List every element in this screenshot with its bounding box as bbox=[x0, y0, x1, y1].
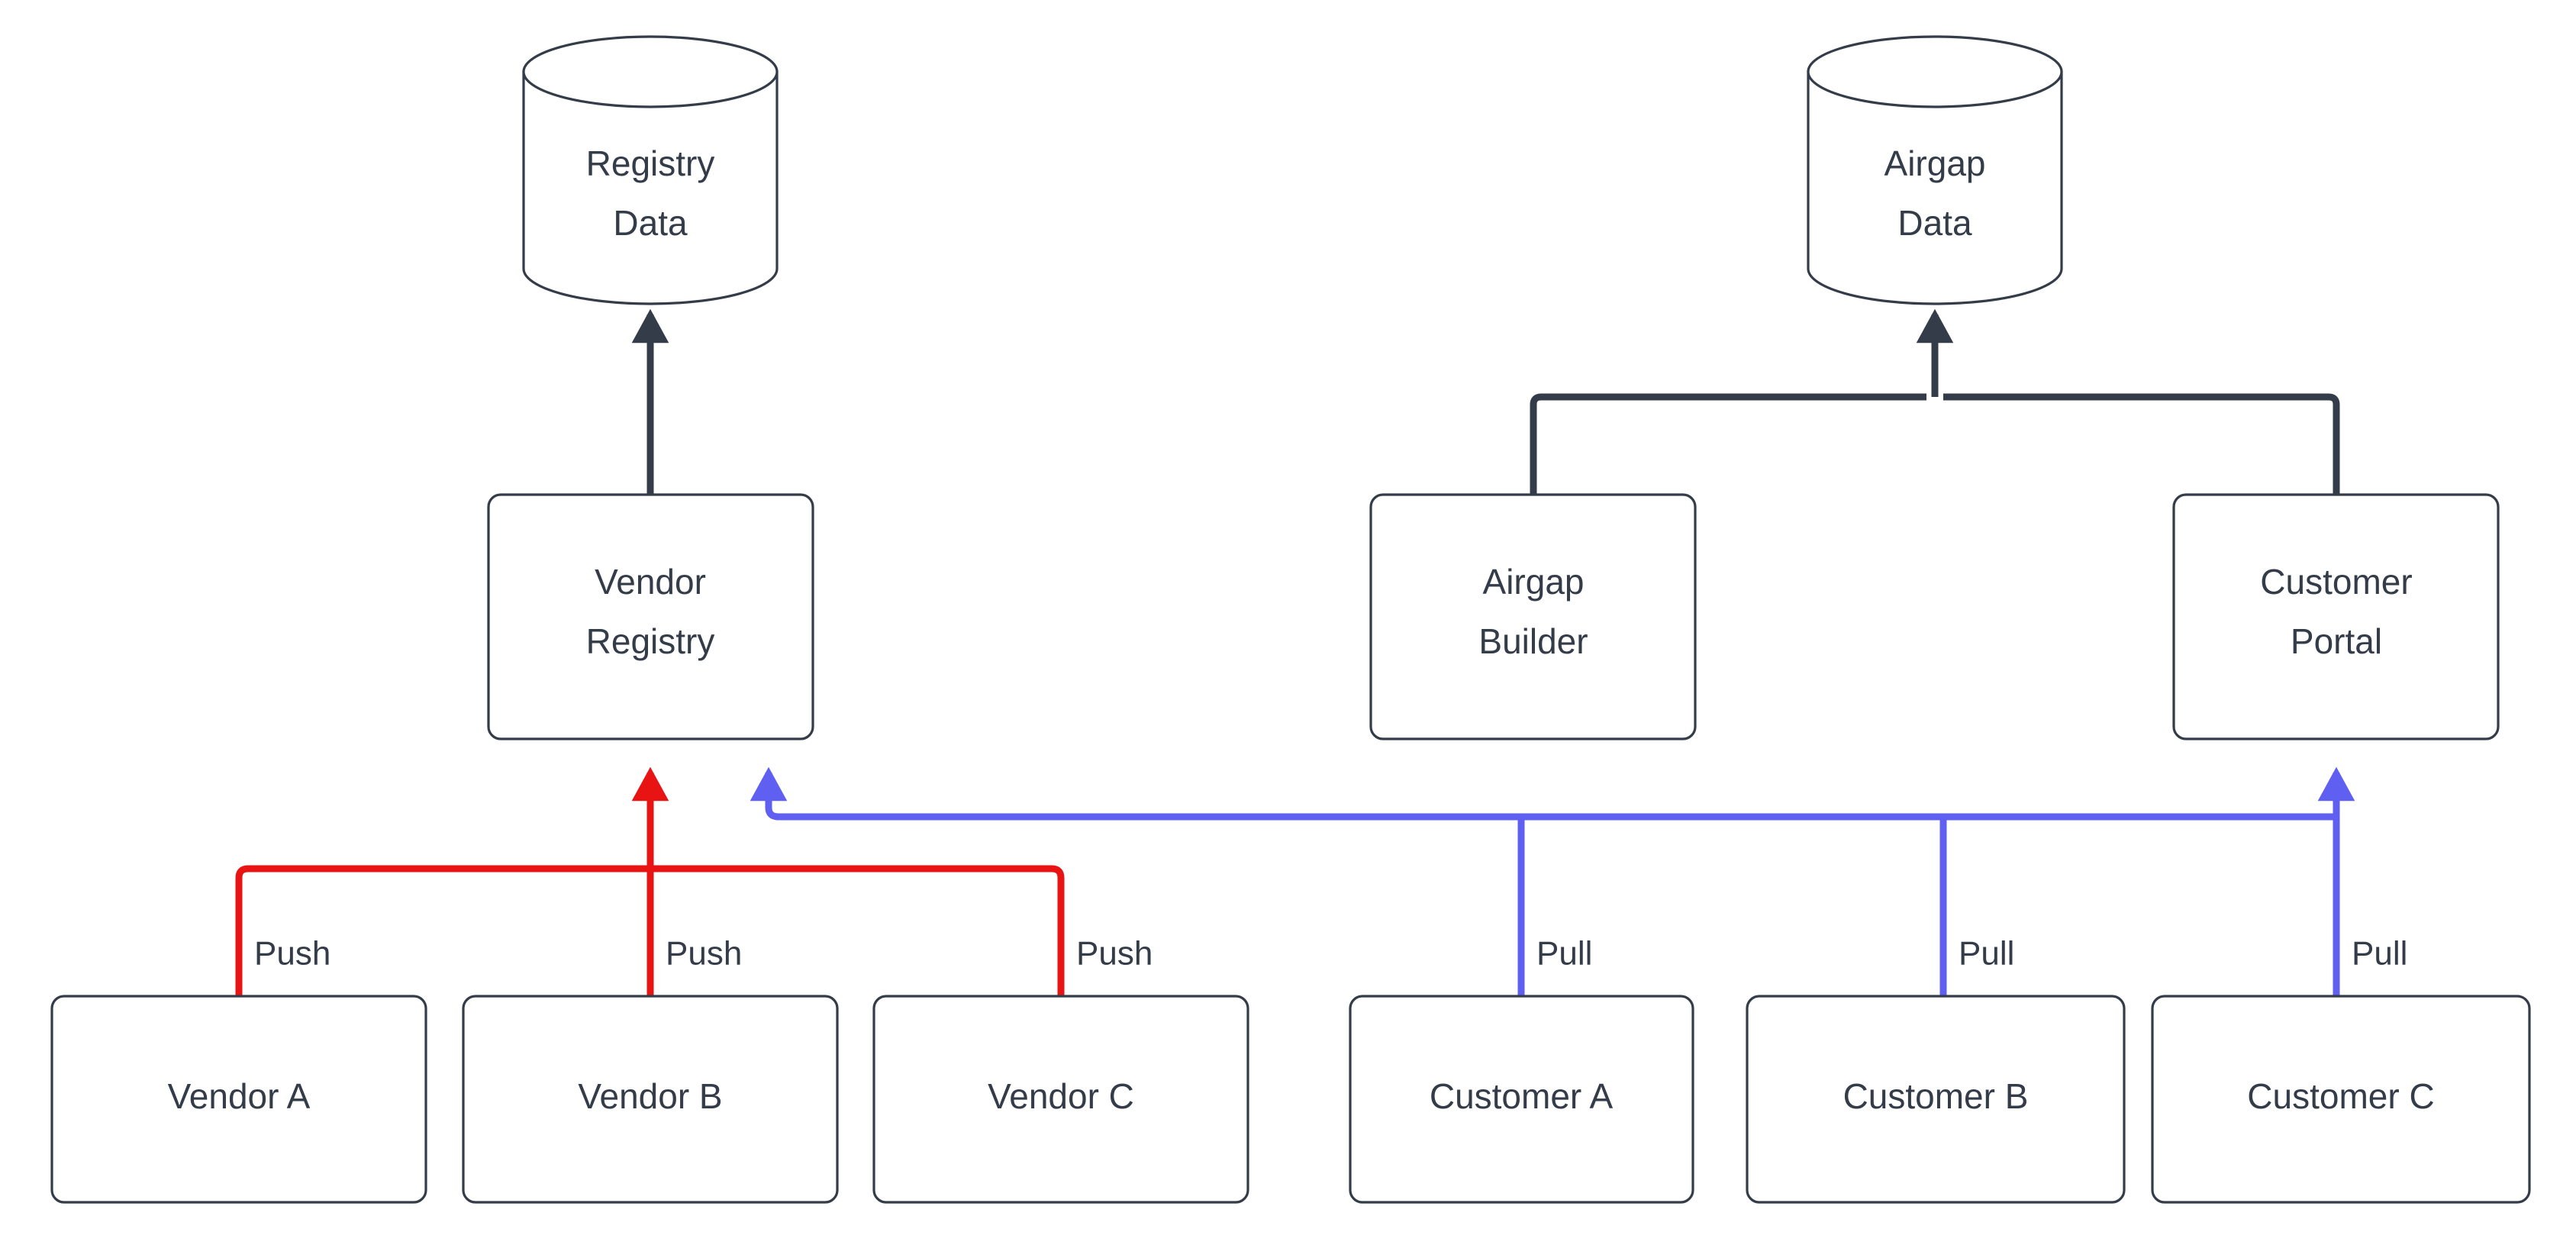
actor-vendor-b-label: Vendor B bbox=[578, 1076, 722, 1116]
datastore-registry-data-line1: Registry bbox=[586, 144, 715, 183]
edge-pull-bus-to-vendor-registry bbox=[750, 766, 2336, 821]
datastore-airgap-data-line2: Data bbox=[1897, 203, 1972, 243]
node-box bbox=[1746, 995, 2126, 1204]
service-airgap-builder-line1: Airgap bbox=[1483, 562, 1585, 602]
edge-label-push-c: Push bbox=[1076, 935, 1153, 973]
datastore-airgap-data[interactable]: Airgap Data bbox=[1807, 35, 2063, 305]
actor-customer-a-label: Customer A bbox=[1430, 1076, 1614, 1116]
service-airgap-builder-line2: Builder bbox=[1478, 621, 1588, 661]
actor-customer-c[interactable]: Customer C bbox=[2151, 995, 2531, 1204]
actor-vendor-c-label: Vendor C bbox=[988, 1076, 1134, 1116]
actor-vendor-b[interactable]: Vendor B bbox=[462, 995, 839, 1204]
edge-label-pull-a: Pull bbox=[1536, 935, 1592, 973]
cylinder-top bbox=[522, 35, 779, 108]
datastore-registry-data[interactable]: Registry Data bbox=[522, 35, 779, 305]
node-box bbox=[487, 493, 814, 740]
service-customer-portal[interactable]: Customer Portal bbox=[2172, 493, 2500, 740]
edge-label-push-a: Push bbox=[254, 935, 330, 973]
edge-label-push-b: Push bbox=[666, 935, 742, 973]
cylinder-top bbox=[1807, 35, 2063, 108]
cylinder-body bbox=[522, 70, 779, 305]
cylinder-body bbox=[1807, 70, 2063, 305]
node-box bbox=[1369, 493, 1697, 740]
datastore-registry-data-line2: Data bbox=[613, 203, 688, 243]
node-box bbox=[2151, 995, 2531, 1204]
edge-label-pull-b: Pull bbox=[1959, 935, 2014, 973]
edge-airgap-builder-to-airgap-data bbox=[1530, 393, 1926, 495]
actor-vendor-c[interactable]: Vendor C bbox=[872, 995, 1249, 1204]
actor-customer-b-label: Customer B bbox=[1843, 1076, 2029, 1116]
edge-push-vendor-c bbox=[650, 865, 1065, 996]
actor-customer-c-label: Customer C bbox=[2247, 1076, 2434, 1116]
actor-vendor-a-label: Vendor A bbox=[168, 1076, 311, 1116]
node-box bbox=[872, 995, 1249, 1204]
service-customer-portal-line2: Portal bbox=[2291, 621, 2382, 661]
node-box bbox=[50, 995, 427, 1204]
edge-push-vendor-a bbox=[235, 865, 650, 996]
node-box bbox=[462, 995, 839, 1204]
node-box bbox=[1349, 995, 1694, 1204]
actor-customer-b[interactable]: Customer B bbox=[1746, 995, 2126, 1204]
service-customer-portal-line1: Customer bbox=[2260, 562, 2412, 602]
service-vendor-registry-line1: Vendor bbox=[595, 562, 706, 602]
service-vendor-registry[interactable]: Vendor Registry bbox=[487, 493, 814, 740]
actor-customer-a[interactable]: Customer A bbox=[1349, 995, 1694, 1204]
service-airgap-builder[interactable]: Airgap Builder bbox=[1369, 493, 1697, 740]
datastore-airgap-data-line1: Airgap bbox=[1884, 144, 1986, 183]
edge-customer-portal-to-airgap-data bbox=[1943, 393, 2340, 495]
edge-label-pull-c: Pull bbox=[2352, 935, 2407, 973]
node-box bbox=[2172, 493, 2500, 740]
actor-vendor-a[interactable]: Vendor A bbox=[50, 995, 427, 1204]
service-vendor-registry-line2: Registry bbox=[586, 621, 715, 661]
